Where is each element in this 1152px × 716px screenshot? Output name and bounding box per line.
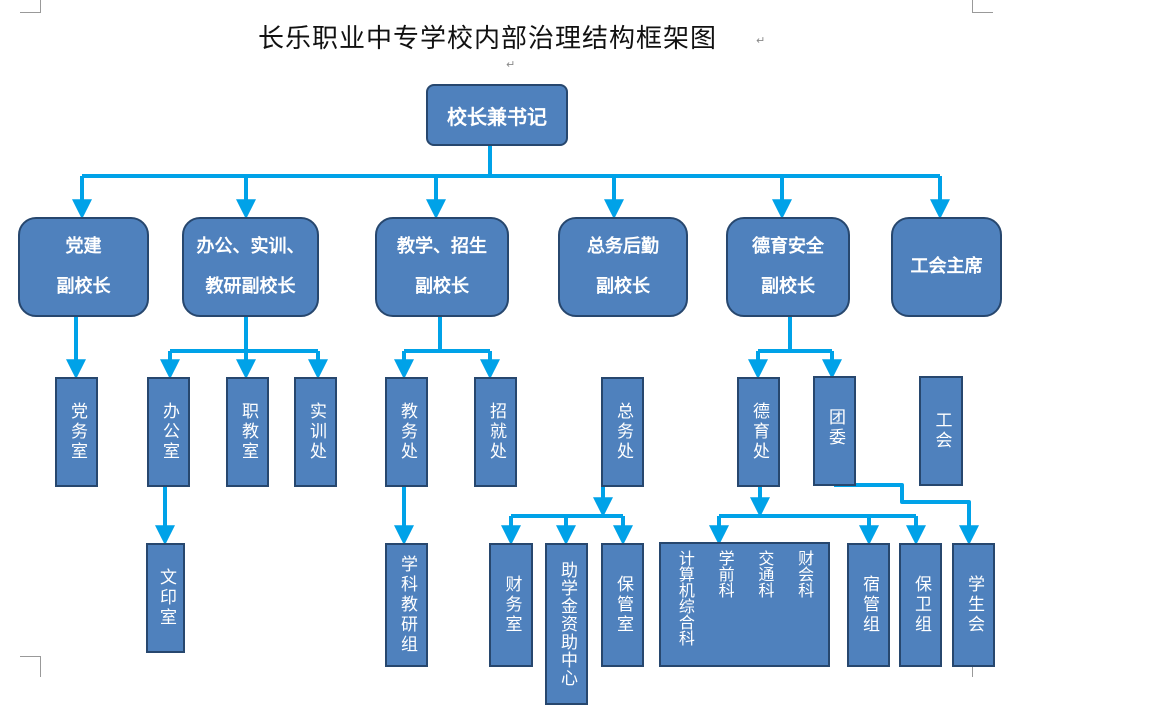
general-affairs-node: 总务处 [601,377,644,487]
moral-vp-node: 德育安全 副校长 [726,217,850,317]
academic-affairs-label: 教务处 [397,402,417,462]
finance-node: 财务室 [489,543,533,667]
security-node: 保卫组 [899,543,942,667]
party-vp-node: 党建 副校长 [18,217,149,317]
vocational-office-label: 职教室 [238,402,258,462]
dorm-label: 宿管组 [859,575,879,635]
dept-transport-label: 交通科 [755,550,775,598]
vocational-office-node: 职教室 [226,377,269,487]
party-vp-label: 党建 副校长 [56,236,111,297]
research-group-label: 学科教研组 [397,555,417,655]
youth-league-label: 团委 [825,408,845,448]
page-title: 长乐职业中专学校内部治理结构框架图 [258,24,718,54]
aid-center-node: 助学金资助中心 [545,543,588,705]
teaching-vp-node: 教学、招生 副校长 [375,217,509,317]
moral-vp-label: 德育安全 副校长 [752,236,824,297]
principal-label: 校长兼书记 [447,104,547,129]
moral-education-node: 德育处 [737,377,780,487]
general-vp-label: 总务后勤 副校长 [587,236,659,297]
union-chair-node: 工会主席 [891,217,1002,317]
academic-affairs-node: 教务处 [385,377,428,487]
security-label: 保卫组 [911,575,931,635]
print-room-label: 文印室 [156,568,176,628]
finance-label: 财务室 [501,575,522,635]
general-vp-node: 总务后勤 副校长 [558,217,688,317]
departments-node: 计算机综合科 学前科 交通科 财会科 [659,542,830,667]
office-vp-node: 办公、实训、 教研副校长 [182,217,319,317]
dept-preschool-label: 学前科 [715,550,735,598]
corner-mark-bottom-left [20,656,41,677]
admissions-label: 招就处 [486,402,506,462]
admissions-node: 招就处 [474,377,517,487]
custody-node: 保管室 [601,543,644,667]
office-vp-label: 办公、实训、 教研副校长 [196,236,305,297]
party-office-label: 党务室 [67,402,87,462]
labor-union-node: 工会 [919,376,963,486]
dept-computer-label: 计算机综合科 [675,550,695,646]
dept-finance-label: 财会科 [795,550,815,598]
general-affairs-label: 总务处 [613,402,633,462]
student-union-label: 学生会 [964,575,984,635]
admin-office-label: 办公室 [159,402,179,462]
aid-center-label: 助学金资助中心 [557,561,577,687]
student-union-node: 学生会 [952,543,995,667]
principal-node: 校长兼书记 [426,84,568,146]
return-mark-body: ↵ [506,58,516,71]
union-chair-label: 工会主席 [910,256,983,277]
print-room-node: 文印室 [146,543,185,653]
dorm-node: 宿管组 [847,543,890,667]
custody-label: 保管室 [613,575,633,635]
labor-union-label: 工会 [931,411,952,451]
moral-education-label: 德育处 [749,402,769,462]
teaching-vp-label: 教学、招生 副校长 [397,236,487,297]
corner-mark-top-right [972,0,993,13]
admin-office-node: 办公室 [147,377,190,487]
research-group-node: 学科教研组 [385,543,428,667]
youth-league-node: 团委 [813,376,856,486]
return-mark-title: ↵ [756,34,766,47]
party-office-node: 党务室 [55,377,98,487]
training-office-node: 实训处 [294,377,337,487]
connector-to-student-union [834,483,979,546]
training-office-label: 实训处 [306,402,326,462]
corner-mark-top-left [20,0,41,13]
